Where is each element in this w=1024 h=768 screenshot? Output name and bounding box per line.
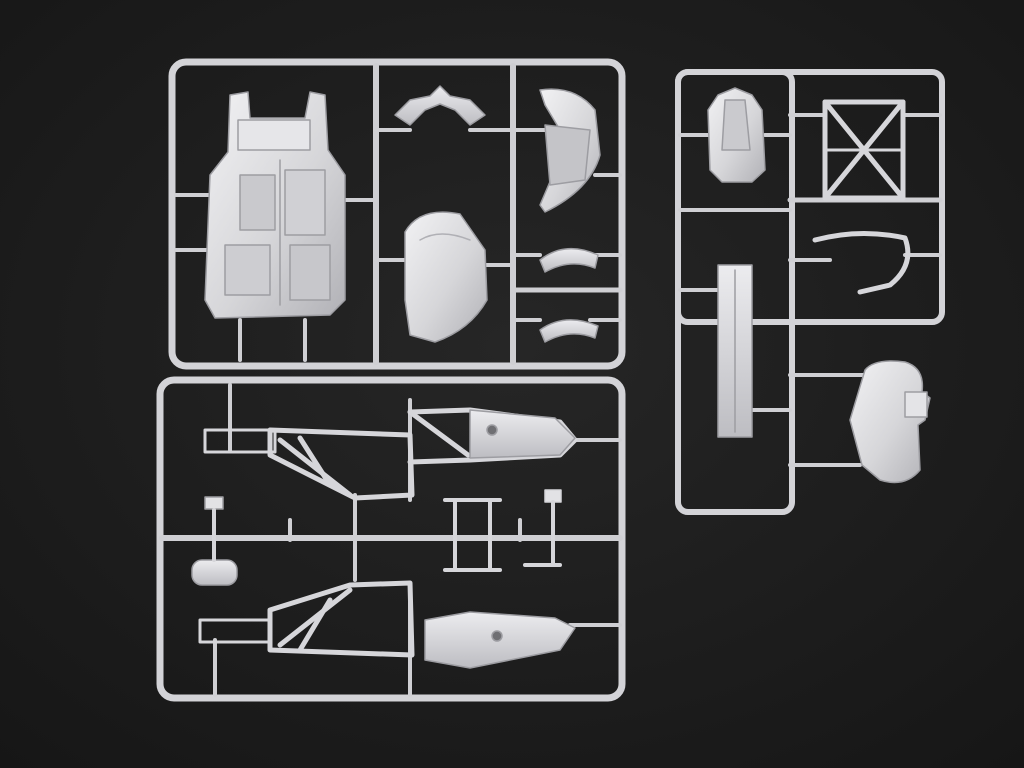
cockpit-tub-part — [204, 91, 346, 319]
roll-bar-frame-part — [822, 99, 906, 201]
dashboard-part — [394, 85, 486, 126]
rear-wing-part — [717, 264, 753, 438]
sprue-frame-bottom — [156, 376, 626, 702]
chassis-plate-upper-part — [469, 409, 576, 459]
shifter-part — [523, 489, 562, 567]
pedal-assembly-part — [443, 498, 502, 572]
racing-seat-part — [707, 87, 766, 183]
fuel-cell-part — [849, 360, 931, 484]
sprue-frame-top-left — [168, 58, 626, 370]
arch-part-lower — [539, 319, 599, 343]
chassis-plate-lower-part — [424, 611, 576, 669]
rear-panel-part — [404, 211, 488, 343]
fender-part-upper — [539, 88, 601, 213]
roll-hoop-part — [812, 231, 911, 295]
steering-wheel-part — [191, 496, 238, 586]
sprue-frame-right — [675, 69, 945, 515]
arch-part-upper — [539, 247, 599, 273]
chassis-frame-lower-part — [198, 580, 415, 658]
